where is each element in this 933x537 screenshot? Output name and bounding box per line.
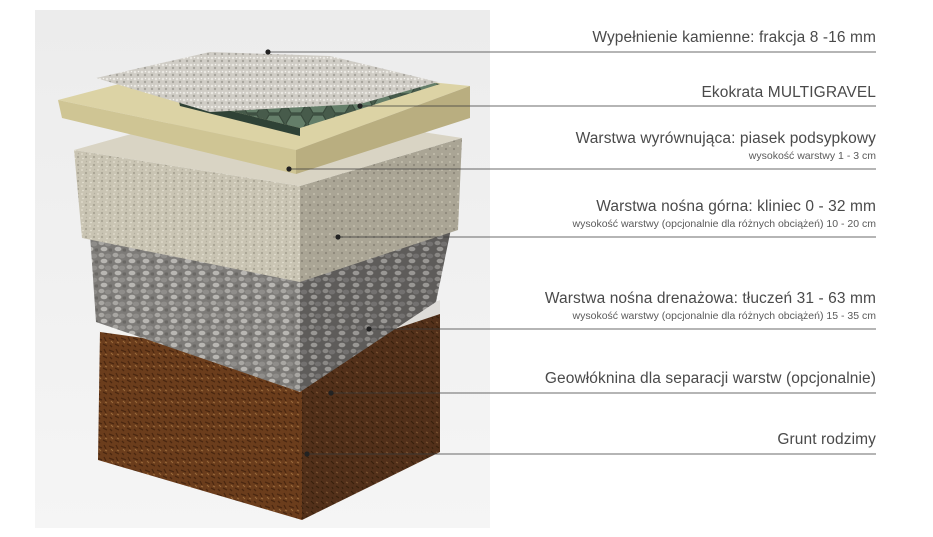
label-geotextile-title: Geowłóknina dla separacji warstw (opcjon…: [544, 370, 876, 387]
label-upper-base-sub: wysokość warstwy (opcjonalnie dla różnyc…: [572, 218, 876, 230]
label-native-soil: Grunt rodzimy: [777, 431, 876, 449]
label-upper-base: Warstwa nośna górna: kliniec 0 - 32 mm w…: [573, 198, 876, 231]
label-native-soil-title: Grunt rodzimy: [777, 431, 876, 448]
label-upper-base-title: Warstwa nośna górna: kliniec 0 - 32 mm: [596, 198, 876, 215]
label-stone-fill-title: Wypełnienie kamienne: frakcja 8 -16 mm: [592, 29, 876, 46]
stone-fill-patch: [96, 52, 438, 112]
label-sand-layer-sub: wysokość warstwy 1 - 3 cm: [748, 150, 876, 162]
label-drainage-base-title: Warstwa nośna drenażowa: tłuczeń 31 - 63…: [544, 290, 876, 307]
label-geotextile: Geowłóknina dla separacji warstw (opcjon…: [545, 370, 876, 388]
label-drainage-base-sub: wysokość warstwy (opcjonalnie dla różnyc…: [572, 310, 876, 322]
label-drainage-base: Warstwa nośna drenażowa: tłuczeń 31 - 63…: [545, 290, 876, 323]
label-sand-layer: Warstwa wyrównująca: piasek podsypkowy w…: [576, 130, 876, 163]
label-multigravel-title: Ekokrata MULTIGRAVEL: [701, 84, 876, 101]
leader-lines: [265, 49, 876, 457]
label-stone-fill: Wypełnienie kamienne: frakcja 8 -16 mm: [592, 29, 876, 47]
label-multigravel: Ekokrata MULTIGRAVEL: [701, 84, 876, 102]
label-sand-layer-title: Warstwa wyrównująca: piasek podsypkowy: [575, 130, 876, 147]
